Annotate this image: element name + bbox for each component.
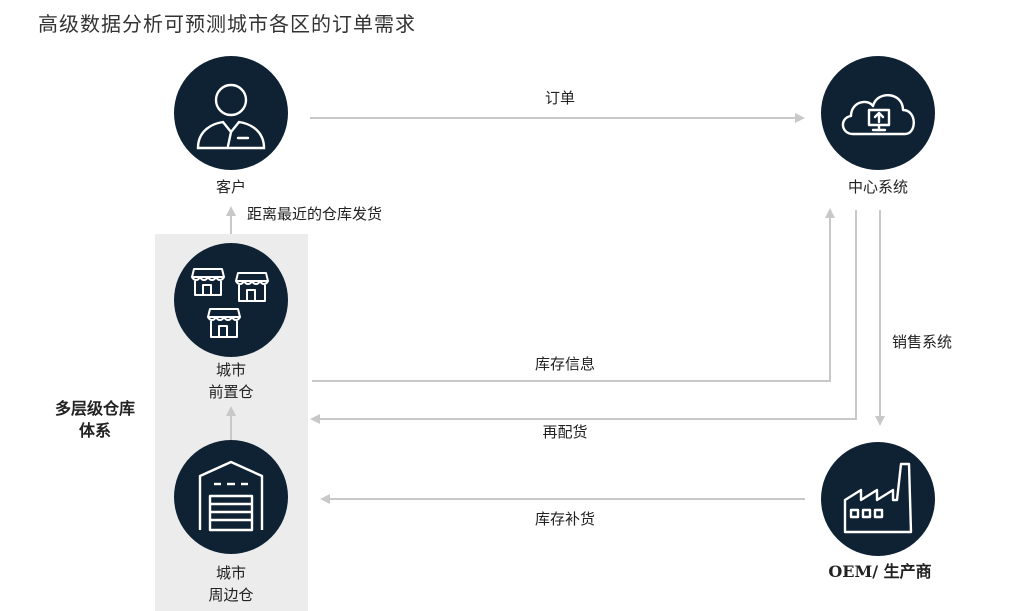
- peripheral-warehouse-label-line1: 城市: [215, 564, 246, 582]
- factory-icon: [843, 462, 913, 534]
- edge-label-inventory-info: 库存信息: [534, 355, 595, 373]
- edge-label-order: 订单: [544, 89, 575, 107]
- central-system-node: [821, 56, 935, 170]
- front-warehouse-node: [174, 243, 288, 357]
- arrow-redistribution: [310, 210, 857, 424]
- peripheral-warehouse-label-line2: 周边仓: [208, 586, 254, 604]
- front-warehouse-label: 城市 前置仓: [196, 359, 266, 403]
- warehouse-system-label-line1: 多层级仓库: [54, 399, 135, 418]
- warehouse-system-label: 多层级仓库 体系: [40, 398, 150, 442]
- edge-label-redistribution: 再配货: [542, 423, 588, 441]
- central-system-label: 中心系统: [847, 178, 908, 196]
- customer-node: [174, 56, 288, 170]
- stores-icon: [191, 268, 269, 338]
- front-warehouse-label-line1: 城市: [215, 361, 246, 379]
- person-icon: [196, 83, 266, 150]
- edge-label-replenishment: 库存补货: [534, 510, 595, 528]
- cloud-upload-icon: [841, 94, 915, 136]
- customer-label: 客户: [215, 178, 246, 196]
- manufacturer-node: [821, 442, 935, 556]
- peripheral-warehouse-label: 城市 周边仓: [196, 562, 266, 606]
- edge-label-ship-nearest: 距离最近的仓库发货: [247, 205, 383, 223]
- manufacturer-label: OEM/ 生产商: [828, 562, 932, 581]
- peripheral-warehouse-node: [174, 440, 288, 554]
- warehouse-system-label-line2: 体系: [78, 421, 111, 440]
- page-title: 高级数据分析可预测城市各区的订单需求: [38, 12, 416, 36]
- arrow-inventory-info: [312, 208, 835, 382]
- warehouse-icon: [198, 460, 264, 532]
- edge-label-sales-system: 销售系统: [892, 333, 953, 351]
- front-warehouse-label-line2: 前置仓: [208, 383, 254, 401]
